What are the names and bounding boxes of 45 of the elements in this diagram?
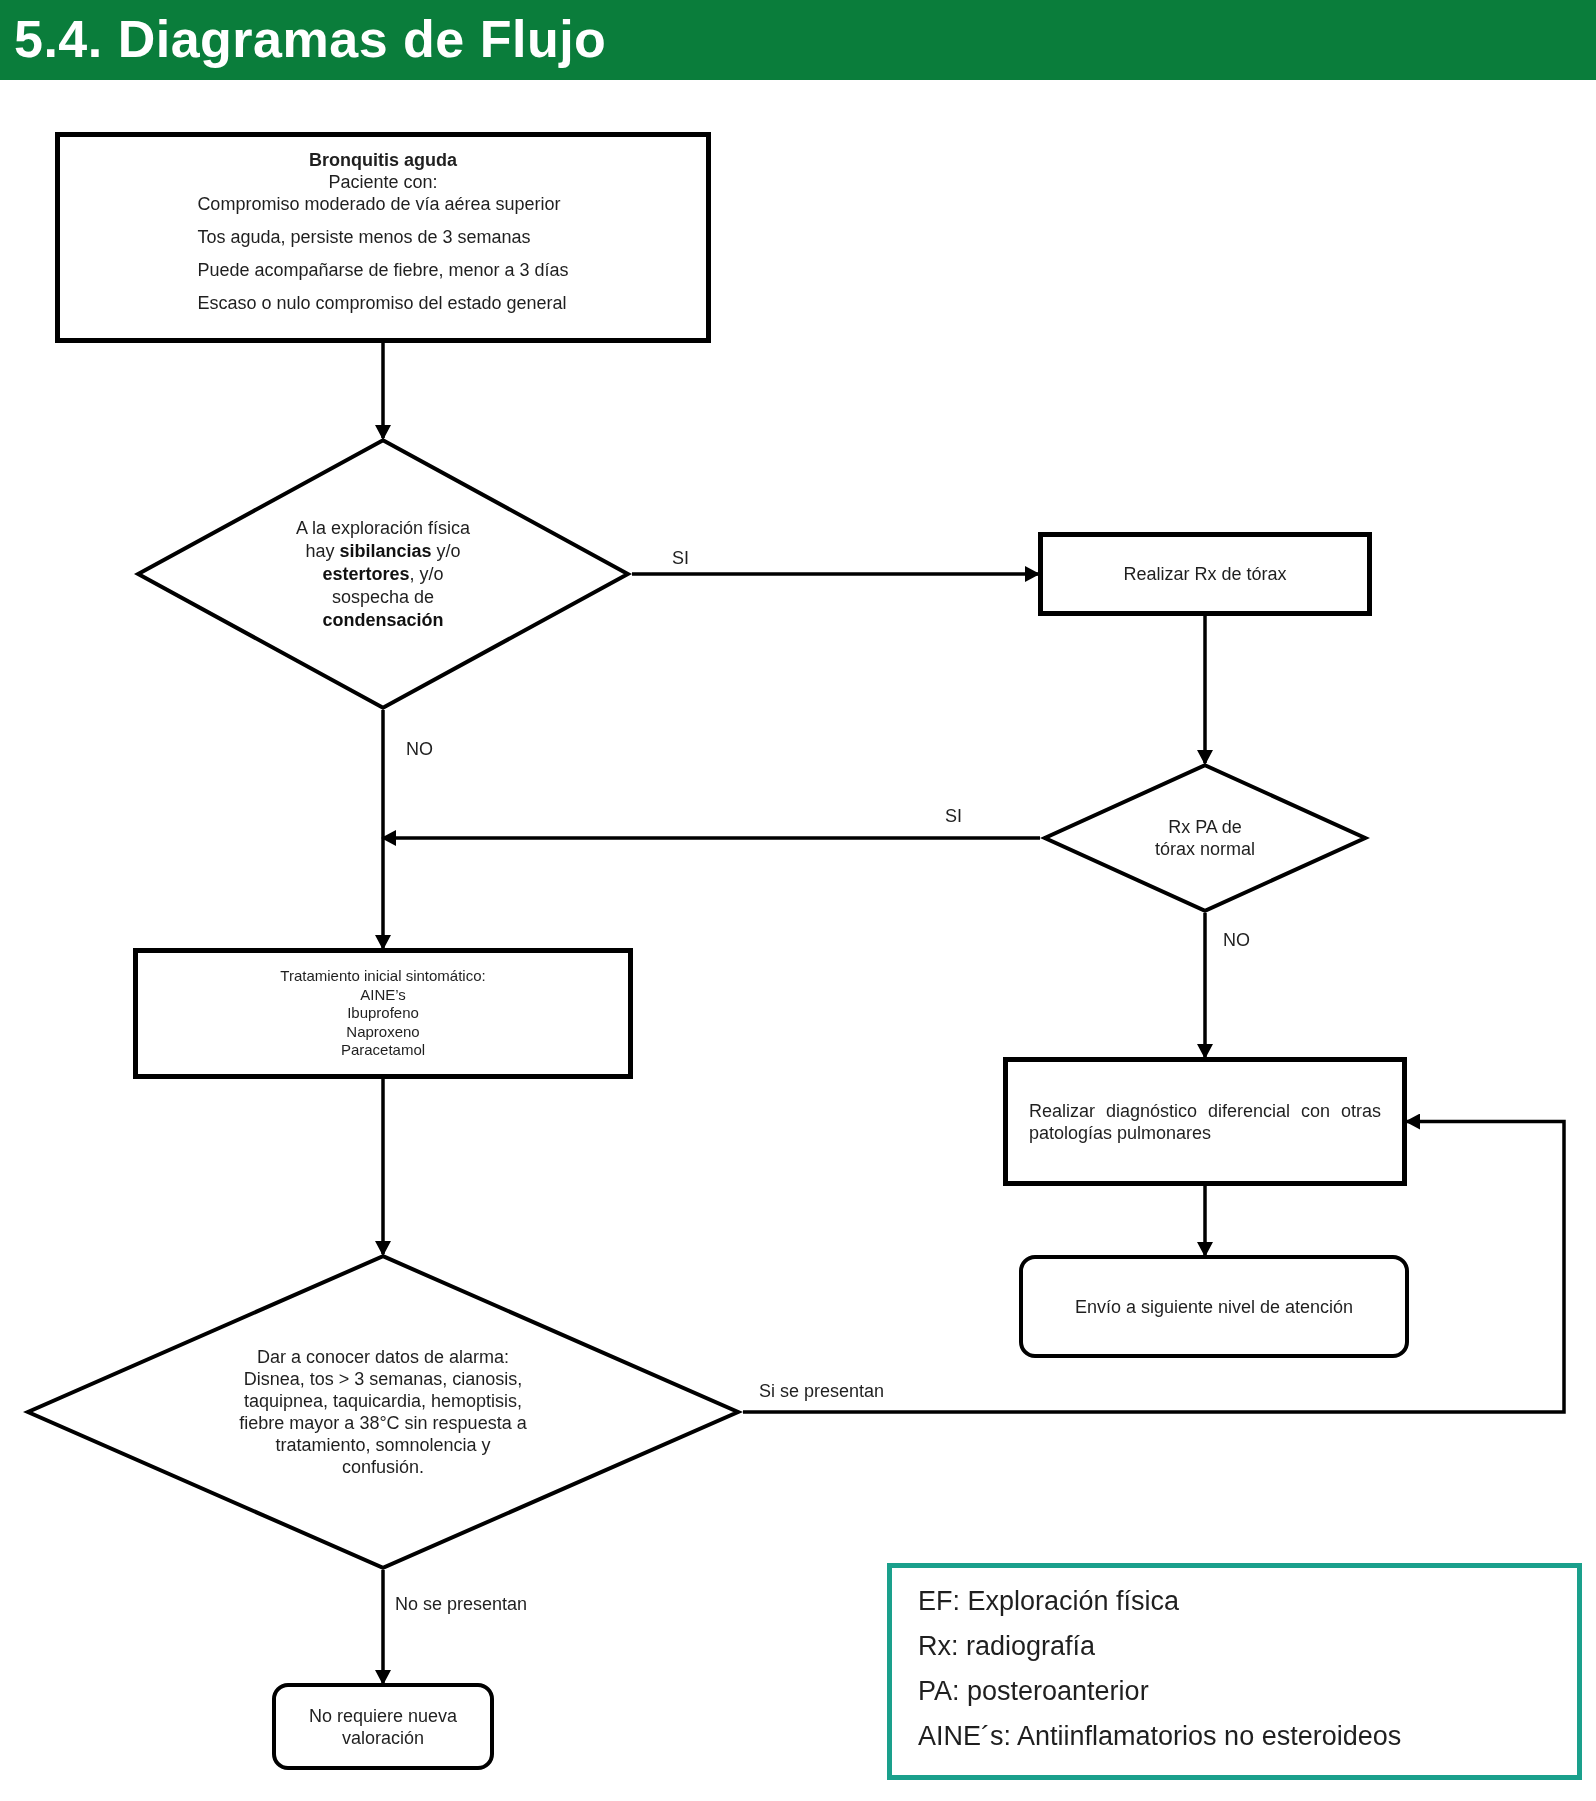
box-text: Ibuprofeno: [347, 1004, 419, 1023]
page-title: 5.4. Diagramas de Flujo: [14, 11, 607, 69]
note-text: PA: posteroanterior: [918, 1674, 1149, 1708]
decision-text: A la exploración física hay sibilancias y/o estertores, y/o sospecha de condensación: [294, 516, 472, 632]
terminal-box: [1019, 1255, 1409, 1358]
arrow: [375, 1570, 391, 1685]
note-text: Rx: radiografía: [918, 1629, 1096, 1663]
note-box: [887, 1563, 1582, 1780]
box-text: No requiere nueva valoración: [307, 1704, 459, 1749]
process-box: [1038, 532, 1372, 616]
box-text: Realizar diagnóstico diferencial con otras patologías pulmonares: [1029, 1099, 1381, 1144]
arrow: [1197, 913, 1213, 1059]
box-text: Tratamiento inicial sintomático:: [280, 967, 486, 986]
arrow: [381, 830, 1040, 846]
terminal-box: [272, 1683, 494, 1770]
box-text: Escaso o nulo compromiso del estado general: [197, 292, 567, 314]
process-box: [55, 132, 711, 343]
arrow: [375, 1079, 391, 1256]
decision-diamond: [1040, 763, 1370, 913]
box-text: Tos aguda, persiste menos de 3 semanas: [197, 226, 531, 248]
arrow: [632, 566, 1040, 582]
arrow: [743, 1113, 1566, 1414]
arrow: [1197, 616, 1213, 765]
box-text: Puede acompañarse de fiebre, menor a 3 días: [197, 259, 569, 281]
box-heading: Bronquitis aguda: [309, 149, 457, 171]
process-box: [1003, 1057, 1407, 1186]
box-text: Compromiso moderado de vía aérea superior: [197, 193, 561, 215]
note-text: AINE´s: Antiinflamatorios no esteroideos: [918, 1719, 1402, 1753]
decision-text: Dar a conocer datos de alarma:: [255, 1346, 511, 1368]
arrow: [375, 343, 391, 440]
box-text: Naproxeno: [346, 1022, 420, 1042]
box-text: Paciente con:: [328, 171, 438, 193]
box-text: Paracetamol: [340, 1041, 426, 1060]
decision-text: Rx PA de tórax normal: [1153, 816, 1256, 860]
box-text: Realizar Rx de tórax: [1123, 563, 1287, 585]
decision-diamond: [23, 1254, 743, 1570]
decision-diamond: [134, 438, 632, 710]
box-text: AINE’s: [360, 985, 406, 1005]
connector-line: [381, 710, 385, 838]
decision-text: Disnea, tos > 3 semanas, cianosis, taquipnea, taquicardia, hemoptisis, fiebre mayor a 38°C sin respuesta a tratamiento, somnolencia y confusión.: [238, 1368, 528, 1478]
process-box: [133, 948, 633, 1079]
box-text: Envío a siguiente nivel de atención: [1074, 1295, 1354, 1318]
note-text: EF: Exploración física: [918, 1584, 1180, 1618]
arrow: [1197, 1186, 1213, 1257]
arrow: [375, 838, 391, 950]
